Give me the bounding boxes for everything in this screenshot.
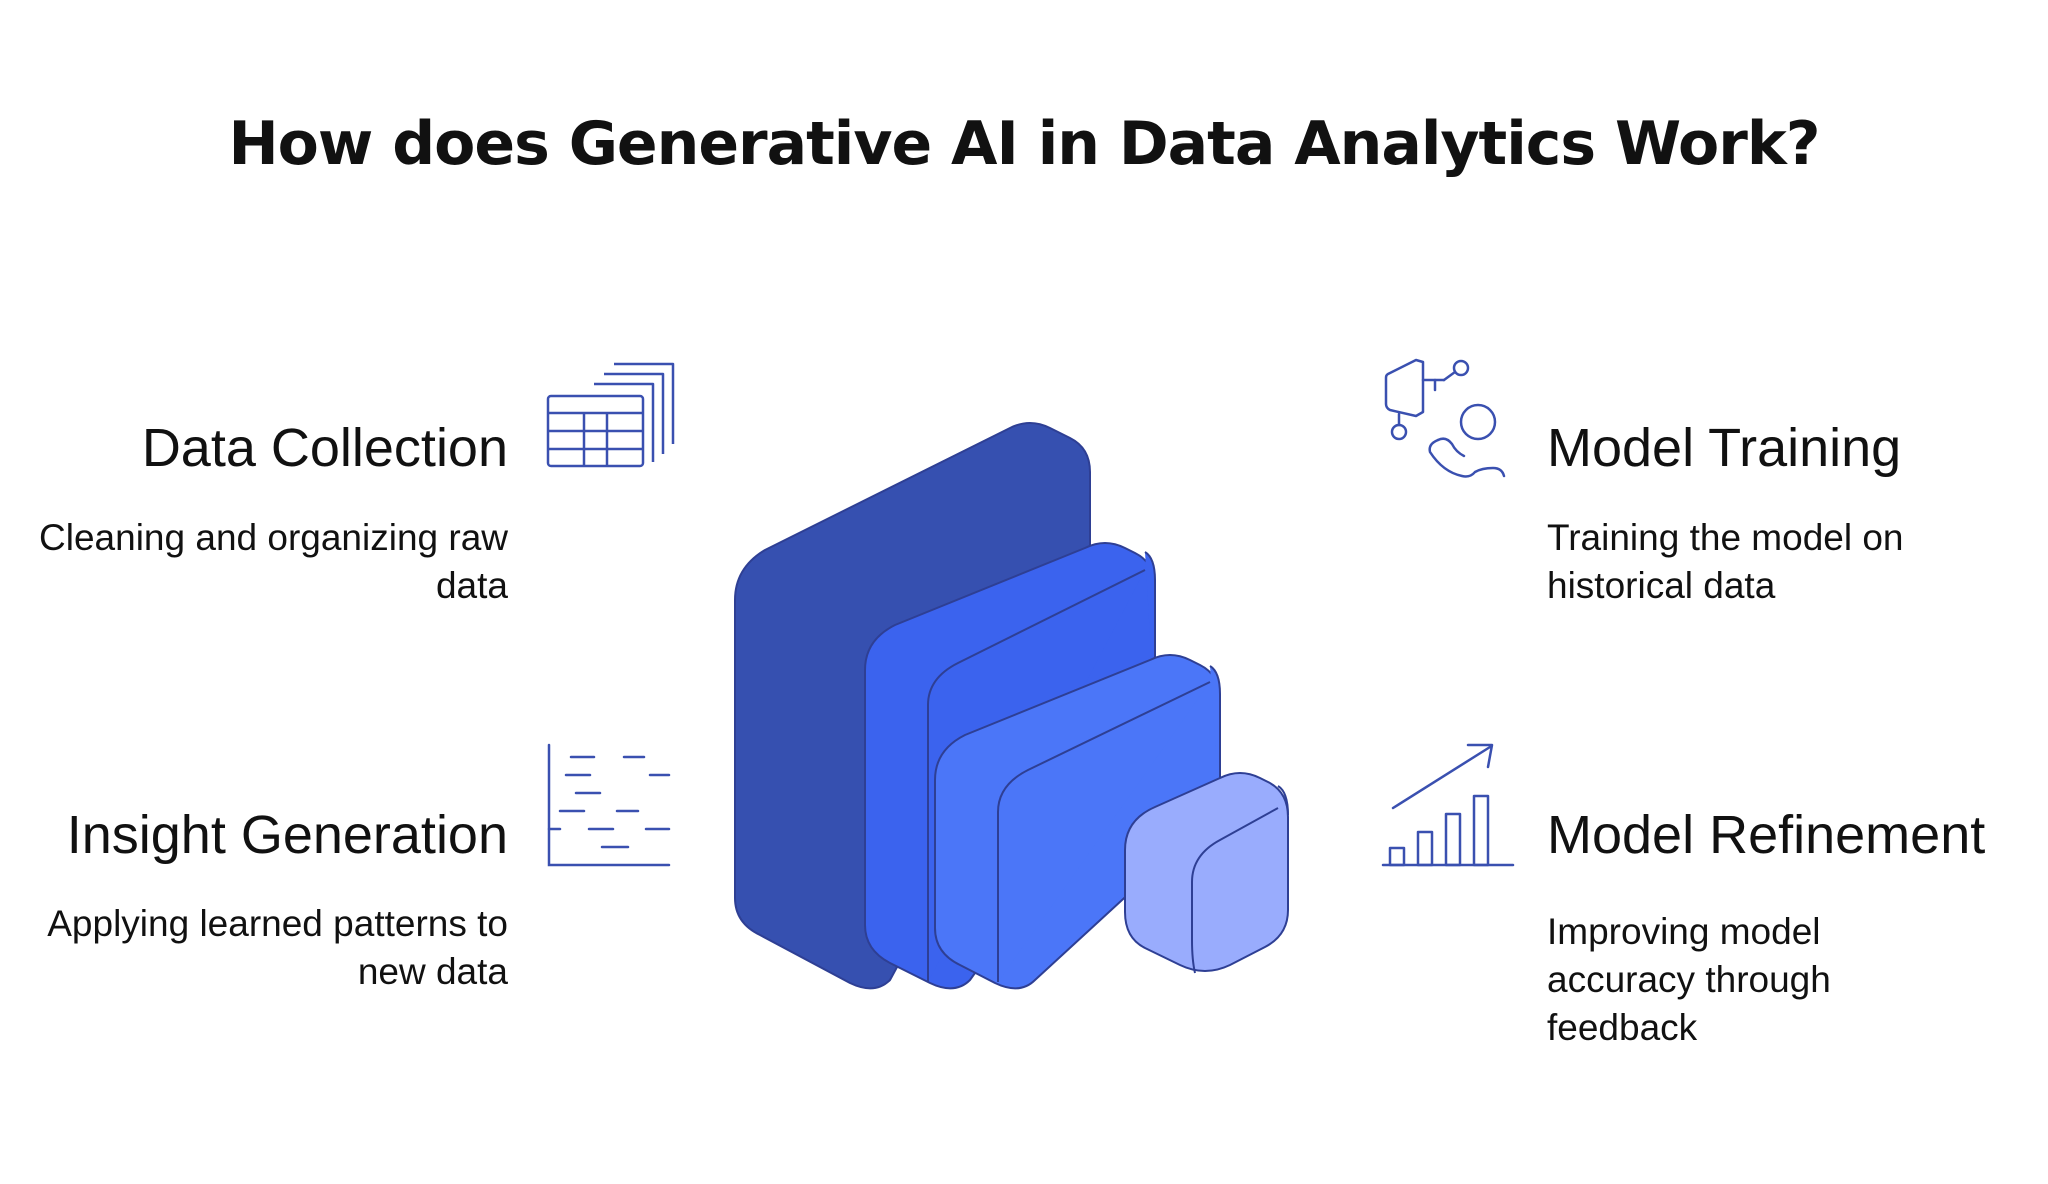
- layer-3-front: [997, 665, 1221, 982]
- layer-4: [1124, 772, 1289, 972]
- model-training-description: Training the model on historical data: [1547, 517, 1904, 606]
- model-training-heading: Model Training: [1547, 418, 1902, 478]
- layer-4-front: [1191, 785, 1289, 974]
- data-collection-description: Cleaning and organizing raw data: [39, 517, 508, 606]
- layer-2-front: [927, 551, 1156, 983]
- insight-generation-heading: Insight Generation: [66, 805, 508, 865]
- page-title: How does Generative AI in Data Analytics…: [228, 109, 1820, 179]
- model-refinement-description: Improving model accuracy through feedbac…: [1547, 911, 1831, 1048]
- stacked-layers-graphic: [734, 422, 1289, 990]
- text-lines-icon: [547, 743, 671, 867]
- bar-chart-growth-icon: [1381, 743, 1515, 867]
- insight-generation-description: Applying learned patterns to new data: [47, 903, 508, 992]
- model-refinement-heading: Model Refinement: [1547, 805, 1986, 865]
- table-icon: [546, 362, 675, 468]
- data-collection-heading: Data Collection: [141, 418, 508, 478]
- person-presentation-icon: [1384, 358, 1506, 478]
